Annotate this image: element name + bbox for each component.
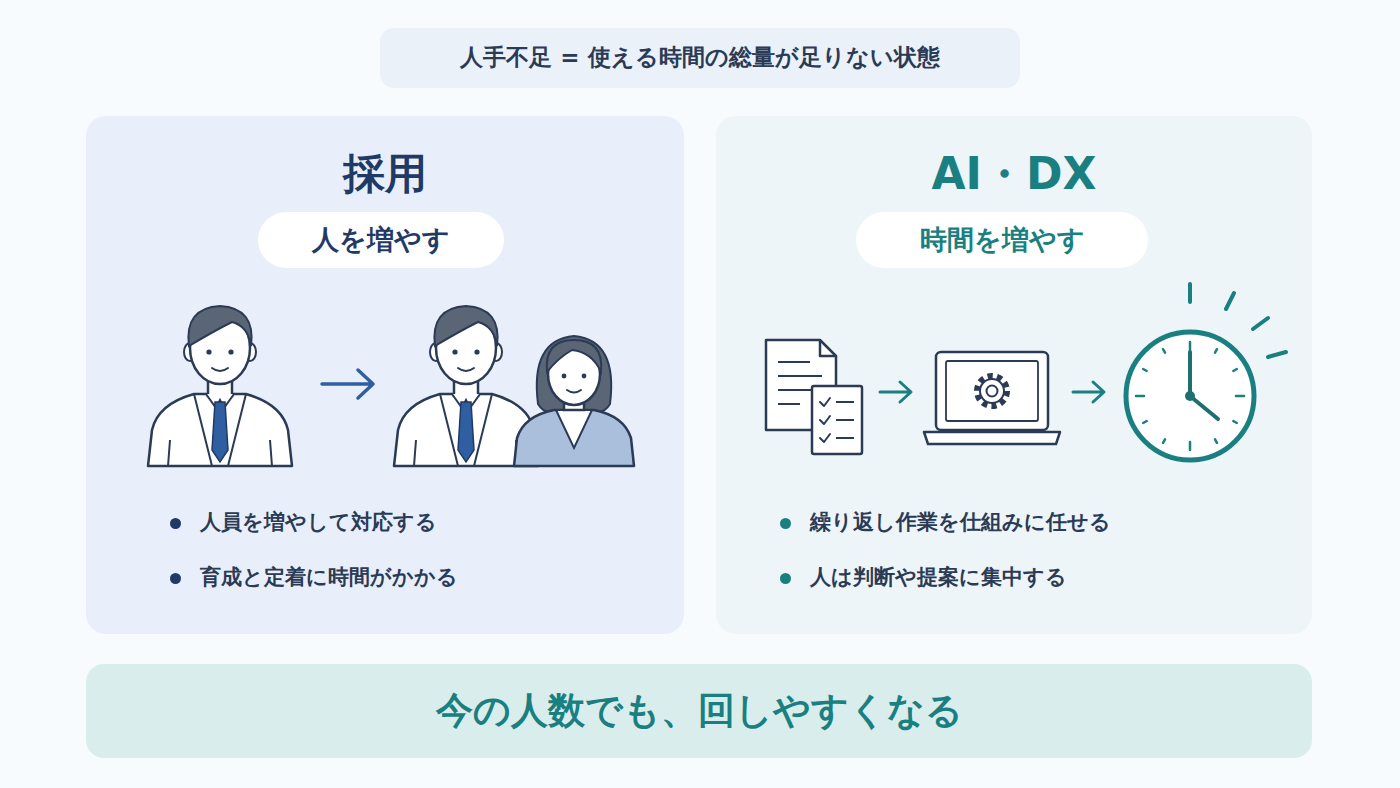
pill-text: 時間を増やす — [856, 212, 1148, 268]
person-icon — [148, 306, 292, 466]
conclusion-band: 今の人数でも、回しやすくなる — [86, 664, 1312, 758]
pill-text: 人を増やす — [258, 212, 504, 268]
option-panel: 採用人員を増やして対応する育成と定着に時間がかかる 人を増やす — [86, 116, 684, 634]
header-text: 人手不足 = 使える時間の総量が足りない状態 — [380, 28, 1020, 88]
conclusion-text: 今の人数でも、回しやすくなる — [86, 664, 1312, 758]
clock-icon — [1126, 284, 1286, 460]
option-panel: AI・DX 繰り返し作業を仕組みに任せる人は判断や提案に集中する 時間を増やす — [716, 116, 1312, 634]
person-icon — [394, 306, 538, 466]
flow-arrow — [1073, 382, 1104, 402]
person-icon — [514, 336, 634, 466]
panel-heading: AI・DX — [716, 146, 1312, 202]
bullet-text: 育成と定着に時間がかかる — [172, 560, 652, 596]
bullet-text: 人は判断や提案に集中する — [782, 560, 1282, 596]
document-icon — [766, 340, 862, 454]
bullet-dot — [170, 573, 181, 584]
flow-arrow — [322, 370, 373, 398]
tag-pill: 時間を増やす — [856, 212, 1148, 268]
bullet-text: 繰り返し作業を仕組みに任せる — [782, 505, 1282, 541]
bullet-dot — [780, 573, 791, 584]
tag-pill: 人を増やす — [258, 212, 504, 268]
panel-heading: 採用 — [86, 146, 684, 202]
bullet-text: 人員を増やして対応する — [172, 505, 652, 541]
bullet-dot — [780, 518, 791, 529]
laptop-icon — [924, 352, 1060, 444]
header-band: 人手不足 = 使える時間の総量が足りない状態 — [380, 28, 1020, 88]
flow-arrow — [880, 382, 911, 402]
bullet-dot — [170, 518, 181, 529]
